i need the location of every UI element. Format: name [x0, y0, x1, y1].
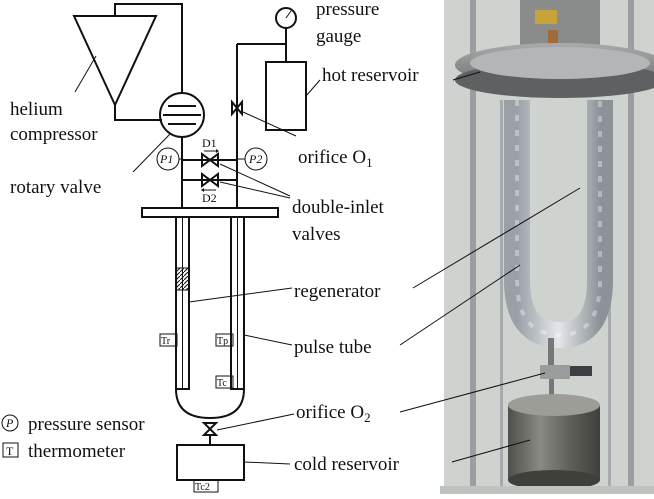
- foil-highlight: [515, 100, 602, 338]
- hot-reservoir-label: hot reservoir: [322, 65, 419, 86]
- support-rod-back-left: [500, 100, 503, 494]
- support-rod-left: [470, 0, 476, 494]
- pressure-label-line2: gauge: [316, 26, 361, 47]
- reservoir-stem: [549, 379, 554, 405]
- legend-pressure-text: pressure sensor: [28, 414, 145, 435]
- tp-tag: Tp: [217, 336, 228, 347]
- pulse-tube-label: pulse tube: [294, 337, 372, 358]
- orifice-o1-leader: [242, 111, 297, 137]
- orifice-o2-text: orifice O: [296, 402, 364, 423]
- legend-thermometer-text: thermometer: [28, 441, 126, 462]
- helium-compressor-symbol: [72, 15, 158, 108]
- tc2-tag: Tc2: [195, 482, 210, 493]
- flange-top: [470, 47, 650, 79]
- d1-arrow-head: [216, 149, 219, 153]
- gauge-line: [237, 28, 287, 45]
- tc2-tag-box: [193, 479, 219, 493]
- p1-tag: P1: [159, 152, 173, 166]
- hot-reservoir-symbol: [265, 61, 307, 131]
- pulse-tube-leader: [243, 334, 293, 346]
- top-fittings: [520, 0, 600, 45]
- d1-leader: [219, 163, 291, 197]
- tr-tag-box: [159, 333, 178, 347]
- orifice-o2-leader: [216, 413, 295, 431]
- compressor-leader: [74, 55, 97, 93]
- legend-pressure-glyph: P: [5, 416, 14, 430]
- photo-floor: [440, 486, 654, 494]
- orifice-o2-label: orifice O2: [296, 402, 371, 425]
- d1-tag: D1: [202, 136, 217, 150]
- orifice-valve-body: [540, 365, 570, 379]
- helium-label: helium: [10, 99, 63, 120]
- cylinder-top: [508, 394, 600, 416]
- orifice-o1-sub: 1: [366, 155, 373, 170]
- tc-tag: Tc: [217, 378, 227, 389]
- d2-arrow-head: [201, 188, 204, 192]
- double-inlet-valve-d2: [201, 172, 219, 188]
- cylinder-bottom: [508, 470, 600, 490]
- photo-pulse-tube-leader: [399, 264, 521, 346]
- orifice-o1-valve: [231, 99, 243, 117]
- brass-fitting: [535, 10, 557, 24]
- tr-tag: Tr: [161, 336, 171, 347]
- legend-thermometer-symbol: [2, 442, 19, 458]
- orifice-o2-sub: 2: [364, 410, 371, 425]
- hot-reservoir-leader: [305, 79, 321, 97]
- schematic: Tr Tp Tc Tc2 P1 P2 D1 D2 pressure gauge …: [1, 0, 419, 493]
- compressor-label: compressor: [10, 124, 98, 145]
- cold-reservoir-leader: [243, 461, 291, 465]
- pressure-gauge-symbol: [275, 7, 297, 29]
- p2-tag: P2: [248, 152, 262, 166]
- double-inlet-valve-d1: [201, 152, 219, 168]
- orifice-stem: [548, 338, 554, 368]
- orifice-o1-label: orifice O1: [298, 147, 373, 170]
- double-inlet-label-line2: valves: [292, 224, 341, 245]
- d2-tag: D2: [202, 191, 217, 205]
- rotary-valve-leader: [132, 133, 171, 173]
- regenerator-leader: [188, 287, 293, 303]
- pressure-label-line1: pressure: [316, 0, 379, 20]
- photo-cold-reservoir-leader: [451, 439, 531, 463]
- cold-reservoir-label: cold reservoir: [294, 454, 400, 475]
- compressor-pipe: [114, 3, 183, 92]
- apparatus-photo: [399, 0, 654, 494]
- photo-orifice-o2-leader: [399, 372, 546, 413]
- cold-end: [175, 388, 245, 420]
- gauge-needle: [285, 10, 292, 19]
- cold-reservoir-symbol: [176, 444, 245, 481]
- legend-thermometer-glyph: T: [6, 444, 14, 458]
- support-rod-right: [628, 0, 634, 494]
- legend-pressure-symbol: [1, 414, 19, 432]
- legend: P pressure sensor T thermometer: [1, 414, 145, 462]
- double-inlet-label-line1: double-inlet: [292, 197, 385, 218]
- foil-wrapped-tubes: [504, 100, 613, 349]
- photo-regenerator-leader: [412, 187, 581, 289]
- flange-plate: [141, 207, 279, 218]
- orifice-o2-valve: [201, 422, 219, 436]
- compressor-return-pipe: [114, 105, 162, 121]
- rotary-valve-label: rotary valve: [10, 177, 101, 198]
- d2-leader: [219, 181, 291, 199]
- copper-fitting: [548, 30, 558, 50]
- cold-reservoir-cylinder: [508, 405, 600, 480]
- regenerator-mesh: [175, 267, 190, 291]
- tc-tag-box: [215, 375, 234, 389]
- photo-hot-reservoir-leader: [452, 71, 481, 81]
- tp-tag-box: [215, 333, 234, 347]
- regenerator-label: regenerator: [294, 281, 381, 302]
- orifice-o1-text: orifice O: [298, 147, 366, 168]
- orifice-valve-knob: [570, 366, 592, 376]
